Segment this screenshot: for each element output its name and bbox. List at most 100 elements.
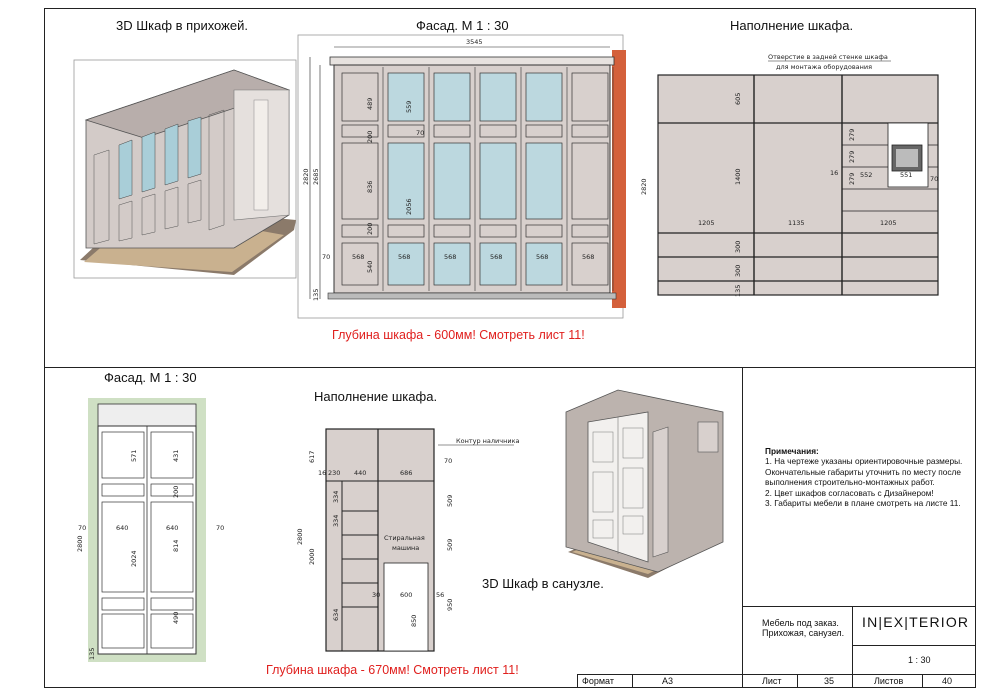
dim-bf-thick: 16 <box>318 469 326 477</box>
dim-offset: 70 <box>930 175 938 183</box>
door-panel <box>479 142 517 220</box>
stamp-bottom-row <box>577 674 976 675</box>
door-panel <box>387 72 425 122</box>
stamp-cell <box>632 674 633 688</box>
dim-bottom-height: 2800 <box>76 535 84 552</box>
stamp-cell <box>742 674 743 688</box>
dim-top-section: 605 <box>734 93 742 105</box>
format-label: Формат <box>582 676 614 686</box>
dim-cell-4: 552 <box>860 171 872 179</box>
filling-bottom-drawing: Контур наличника Стиральная машина 2800 … <box>296 428 520 652</box>
dim-mid-section: 1400 <box>734 168 742 185</box>
dim-right-gap: 56 <box>436 591 444 599</box>
dim-shelf-2: 300 <box>734 265 742 277</box>
title-facade-bottom: Фасад. М 1 : 30 <box>104 370 197 385</box>
door-panel <box>525 242 563 286</box>
notes-block: Примечания: 1. На чертеже указаны ориент… <box>765 446 965 508</box>
title-3d-bath: 3D Шкаф в санузле. <box>482 576 604 591</box>
stamp-divider <box>852 606 853 688</box>
door-panel <box>341 242 379 286</box>
stamp-cell <box>922 674 923 688</box>
dim-bf-w2: 440 <box>354 469 366 477</box>
dim-plinth-bottom: 135 <box>88 648 96 660</box>
dim-bf-s6: 634 <box>332 609 340 621</box>
stamp-top-line <box>742 606 976 607</box>
dim-bottom-side-right: 70 <box>216 524 224 532</box>
washer-label-1: Стиральная <box>384 534 425 542</box>
door-panel <box>341 142 379 220</box>
door-panel <box>525 72 563 122</box>
door-panel <box>433 224 471 238</box>
door-panel <box>341 124 379 138</box>
dim-panel-width: 568 <box>536 253 548 261</box>
door-panel <box>341 224 379 238</box>
door-panel <box>479 242 517 286</box>
stamp-description-2: Прихожая, санузел. <box>762 628 845 638</box>
dim-bf-s5: 950 <box>446 599 454 611</box>
dim-plinth: 135 <box>312 289 320 301</box>
wardrobe-3d-hall-render <box>73 59 297 279</box>
door-panel <box>150 431 194 479</box>
door-panel <box>433 242 471 286</box>
company-logo: IN|EX|TERIOR <box>862 614 970 630</box>
dim-shelf-3: 135 <box>734 285 742 297</box>
door-panel <box>150 613 194 649</box>
dim-bf-offset: 70 <box>444 457 452 465</box>
dim-panel-width: 568 <box>444 253 456 261</box>
title-filling-top: Наполнение шкафа. <box>730 18 854 33</box>
dim-row-1: 489 <box>366 98 374 110</box>
door-panel <box>387 242 425 286</box>
warning-depth-bottom: Глубина шкафа - 670мм! Смотреть лист 11! <box>266 663 519 677</box>
dim-row-5: 836 <box>366 181 374 193</box>
dim-panel-width: 568 <box>398 253 410 261</box>
door-panel <box>150 501 194 593</box>
dim-inner-height: 2685 <box>312 168 320 185</box>
dim-panel-width: 568 <box>490 253 502 261</box>
door-panel <box>341 72 379 122</box>
door-panel <box>433 72 471 122</box>
dim-side: 70 <box>322 253 330 261</box>
sheets-value: 40 <box>942 676 953 686</box>
dim-washer-height: 850 <box>410 615 418 627</box>
door-panel <box>150 483 194 497</box>
dim-panel-width: 568 <box>352 253 364 261</box>
dim-cell-2: 279 <box>848 151 856 163</box>
door-panel <box>387 224 425 238</box>
dim-bottom-side-left: 70 <box>78 524 86 532</box>
format-value: А3 <box>662 676 674 686</box>
sheet-label: Лист <box>762 676 782 686</box>
facade-top-drawing: 3545 2820 2685 135 70 489 559 200 70 836… <box>297 34 626 319</box>
dim-bottom-panel-right: 640 <box>166 524 178 532</box>
door-panel <box>433 124 471 138</box>
dim-br-3: 814 <box>172 540 180 552</box>
door-panel <box>387 142 425 220</box>
title-filling-bottom: Наполнение шкафа. <box>314 389 438 404</box>
dim-row-6: 2056 <box>405 198 413 215</box>
dim-cell-5: 551 <box>900 171 912 179</box>
door-panel <box>479 224 517 238</box>
door-panel <box>479 124 517 138</box>
door-panel <box>101 597 145 611</box>
dim-bl-2: 2024 <box>130 550 138 567</box>
dim-br-2: 200 <box>172 486 180 498</box>
door-panel <box>571 242 609 286</box>
dim-bl-3: 490 <box>172 612 180 624</box>
dim-cell-1: 279 <box>848 129 856 141</box>
title-facade-top: Фасад. М 1 : 30 <box>416 18 509 33</box>
dim-row-8: 540 <box>366 261 374 273</box>
dim-washer-width: 600 <box>400 591 412 599</box>
dim-width-1: 1205 <box>698 219 715 227</box>
dim-bf-s4: 509 <box>446 539 454 551</box>
wardrobe-3d-bath-render <box>565 389 724 578</box>
filling-top-drawing: Отверстие в задней стенке шкафа для монт… <box>640 53 939 297</box>
dim-br-1: 431 <box>172 450 180 462</box>
dim-bf-s3: 509 <box>446 495 454 507</box>
door-panel <box>525 142 563 220</box>
dim-filling-height: 2820 <box>640 178 648 195</box>
facade-bottom-drawing: 2800 70 70 640 640 571 2024 490 431 200 … <box>76 398 224 662</box>
door-panel <box>150 597 194 611</box>
dim-bl-1: 571 <box>130 450 138 462</box>
dim-left-gap: 30 <box>372 591 380 599</box>
stamp-scale: 1 : 30 <box>908 655 931 665</box>
dim-panel-width: 568 <box>582 253 594 261</box>
